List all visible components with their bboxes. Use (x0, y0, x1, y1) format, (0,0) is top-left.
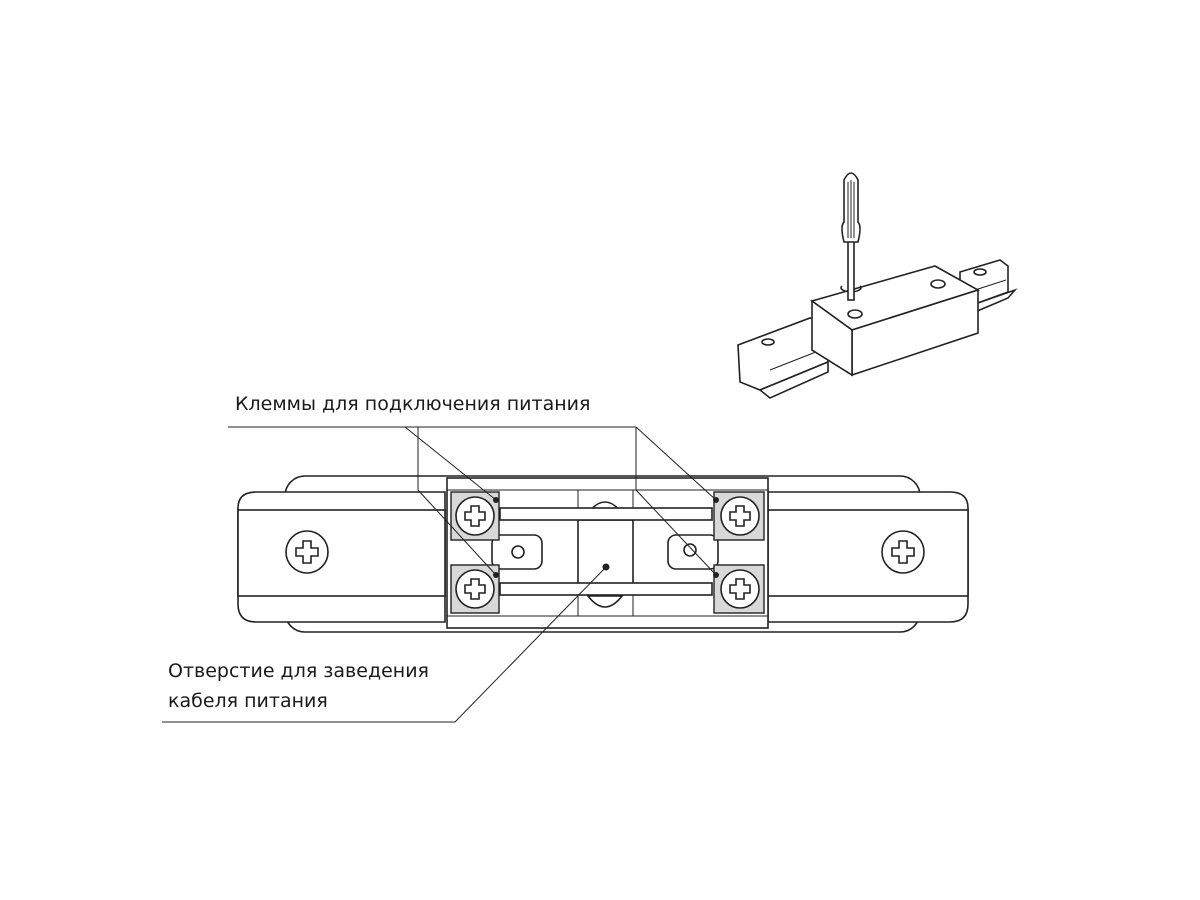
leader-lines (162, 426, 717, 723)
end-screw-right (881, 530, 925, 574)
cable-hole-label-line2: кабеля питания (168, 690, 328, 712)
terminals-label: Клеммы для подключения питания (235, 393, 591, 415)
track-connector (237, 475, 969, 633)
cable-hole-label-line1: Отверстие для заведения (168, 660, 429, 682)
installation-illustration (737, 172, 1018, 399)
terminal-screws (450, 491, 765, 614)
end-screw-left (285, 530, 329, 574)
